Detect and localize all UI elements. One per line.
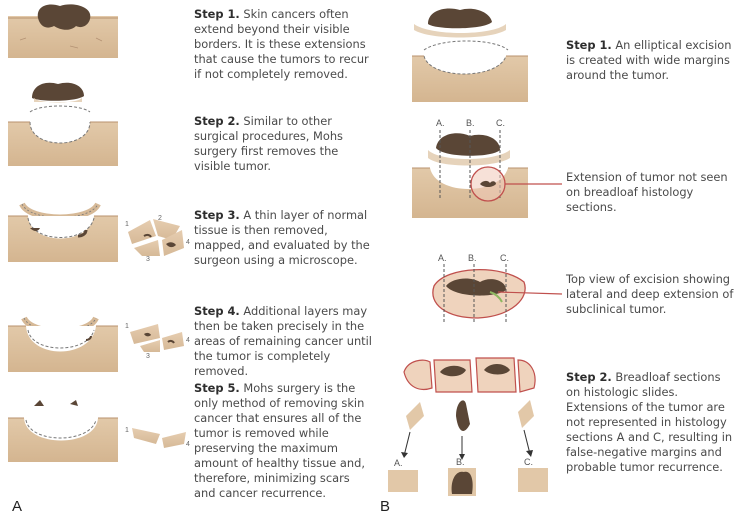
a-step5-piece-numbers: 1 4 xyxy=(125,427,190,448)
b-step1-excision-illustration xyxy=(412,8,528,102)
section-label-b: B. xyxy=(468,253,477,263)
panel-a-label: A xyxy=(12,498,23,515)
b-slide-labels: A. B. C. xyxy=(394,457,533,468)
piece-number-1: 1 xyxy=(125,221,129,228)
a-step2-description: Step 2. Similar to other surgical proced… xyxy=(194,114,372,174)
b-top-view-illustration xyxy=(432,264,563,324)
piece-number-1: 1 xyxy=(125,323,129,330)
piece-number-3: 3 xyxy=(146,353,150,360)
a-step5-skin-illustration xyxy=(8,400,118,462)
piece-number-4: 4 xyxy=(186,239,190,246)
a-step3-piece-numbers: 1 2 3 4 xyxy=(125,215,190,263)
section-label-a: A. xyxy=(438,253,447,263)
section-label-c: C. xyxy=(496,118,505,128)
section-label-a: A. xyxy=(436,118,445,128)
b-extension-note: Extension of tumor not seen on breadloaf… xyxy=(566,170,738,215)
b-step1-text: An elliptical excision is created with w… xyxy=(566,38,732,82)
b-step2-description: Step 2. Breadloaf sections on histologic… xyxy=(566,370,738,475)
b-breadloaf-slices xyxy=(388,357,548,496)
a-step4-title: Step 4. xyxy=(194,304,240,318)
a-step5-description: Step 5. Mohs surgery is the only method … xyxy=(194,381,372,501)
b-step2-text: Breadloaf sections on histologic slides.… xyxy=(566,370,733,474)
b-section-labels-side: A. B. C. xyxy=(436,118,505,128)
a-step3-description: Step 3. A thin layer of normal tissue is… xyxy=(194,208,372,268)
section-label-c: C. xyxy=(500,253,509,263)
a-step3-text: A thin layer of normal tissue is then re… xyxy=(194,208,370,267)
b-section-view-illustration xyxy=(412,130,562,218)
a-step1-skin-illustration xyxy=(8,4,118,58)
b-top-view-note-text: Top view of excision showing lateral and… xyxy=(566,272,734,316)
a-step5-mapped-pieces xyxy=(132,428,186,448)
a-step4-mapped-pieces xyxy=(130,324,184,352)
a-step3-mapped-pieces xyxy=(128,219,184,256)
a-step3-title: Step 3. xyxy=(194,208,240,222)
slide-label-a: A. xyxy=(394,458,403,468)
panel-b-label: B xyxy=(380,498,391,515)
b-step1-title: Step 1. xyxy=(566,38,612,52)
a-step2-skin-illustration xyxy=(8,82,118,166)
a-step2-text: Similar to other surgical procedures, Mo… xyxy=(194,114,343,173)
b-step2-title: Step 2. xyxy=(566,370,612,384)
a-step4-piece-numbers: 1 3 4 xyxy=(125,323,190,360)
a-step4-text: Additional layers may then be taken prec… xyxy=(194,304,372,378)
piece-number-3: 3 xyxy=(146,256,150,263)
piece-number-4: 4 xyxy=(186,337,190,344)
a-step4-skin-illustration xyxy=(8,316,118,372)
section-label-b: B. xyxy=(466,118,475,128)
b-step1-description: Step 1. An elliptical excision is create… xyxy=(566,38,738,83)
a-step5-title: Step 5. xyxy=(194,381,240,395)
slide-label-c: C. xyxy=(524,457,533,467)
b-top-view-note: Top view of excision showing lateral and… xyxy=(566,272,738,317)
b-section-labels-top: A. B. C. xyxy=(438,253,509,263)
b-extension-note-text: Extension of tumor not seen on breadloaf… xyxy=(566,170,728,214)
a-step1-text: Skin cancers often extend beyond their v… xyxy=(194,7,369,81)
piece-number-2: 2 xyxy=(158,215,162,222)
a-step3-skin-illustration xyxy=(8,202,118,262)
a-step2-title: Step 2. xyxy=(194,114,240,128)
slide-label-b: B. xyxy=(456,457,465,467)
a-step1-description: Step 1. Skin cancers often extend beyond… xyxy=(194,7,372,82)
a-step1-title: Step 1. xyxy=(194,7,240,21)
a-step5-text: Mohs surgery is the only method of remov… xyxy=(194,381,365,500)
piece-number-4: 4 xyxy=(186,441,190,448)
piece-number-1: 1 xyxy=(125,427,129,434)
a-step4-description: Step 4. Additional layers may then be ta… xyxy=(194,304,372,379)
